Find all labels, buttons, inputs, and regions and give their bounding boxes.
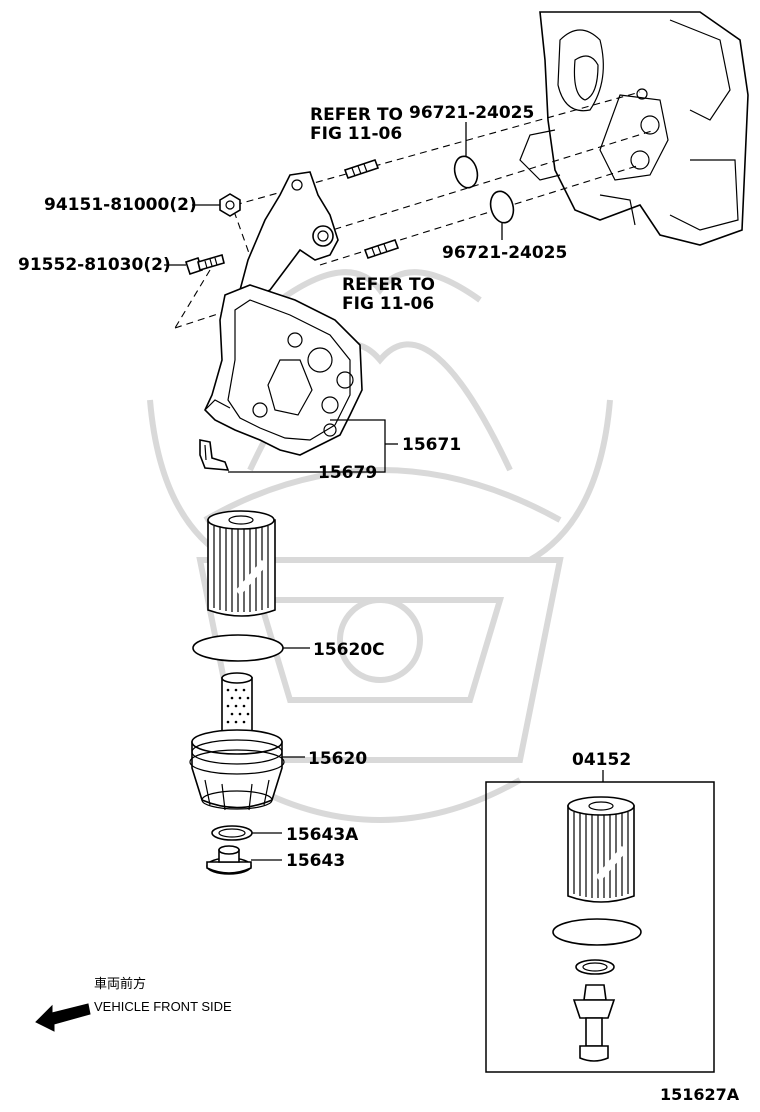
- kit-oring: [552, 918, 642, 946]
- clip-icon: [199, 439, 230, 471]
- kit-box: [485, 781, 715, 1073]
- stud-bottom: [363, 238, 400, 260]
- kit-gasket: [575, 959, 615, 975]
- gasket-ring: [211, 825, 253, 841]
- nut-icon: [219, 193, 241, 217]
- label-front-en: VEHICLE FRONT SIDE: [94, 999, 232, 1014]
- front-arrow-icon: [35, 1003, 91, 1032]
- label-oring-filter: 15620C: [313, 640, 385, 660]
- filter-oring: [192, 634, 284, 662]
- label-cap: 15620: [308, 749, 367, 769]
- label-oring-top: 96721-24025: [409, 103, 534, 123]
- watermark-emblem: [147, 269, 613, 823]
- oil-filter-element: [207, 510, 276, 617]
- label-refer-bottom-1: REFER TO: [342, 275, 435, 295]
- oring-upper: [453, 155, 479, 189]
- kit-filter-element: [567, 796, 635, 903]
- label-kit: 04152: [572, 750, 631, 770]
- label-front-jp: 車両前方: [94, 976, 146, 991]
- kit-drain-fitting: [572, 984, 616, 1062]
- label-nut: 94151-81000(2): [44, 195, 197, 215]
- label-gasket: 15643A: [286, 825, 359, 845]
- drain-plug: [206, 845, 252, 875]
- bolt-icon: [184, 253, 225, 276]
- leader-bracket: [228, 419, 386, 473]
- engine-block: [519, 11, 749, 246]
- label-oring-right: 96721-24025: [442, 243, 567, 263]
- label-diagram-id: 151627A: [660, 1085, 740, 1104]
- label-refer-top-2: FIG 11-06: [310, 124, 402, 144]
- label-plug: 15643: [286, 851, 345, 871]
- stud-top: [343, 158, 380, 180]
- label-bolt: 91552-81030(2): [18, 255, 171, 275]
- label-bracket-assy: 15671: [402, 435, 461, 455]
- label-refer-bottom-2: FIG 11-06: [342, 294, 434, 314]
- label-refer-top-1: REFER TO: [310, 105, 403, 125]
- filter-bracket-assembly: [204, 171, 363, 456]
- oring-lower: [489, 190, 515, 224]
- filter-cap: [189, 672, 285, 811]
- label-clip: 15679: [318, 463, 377, 483]
